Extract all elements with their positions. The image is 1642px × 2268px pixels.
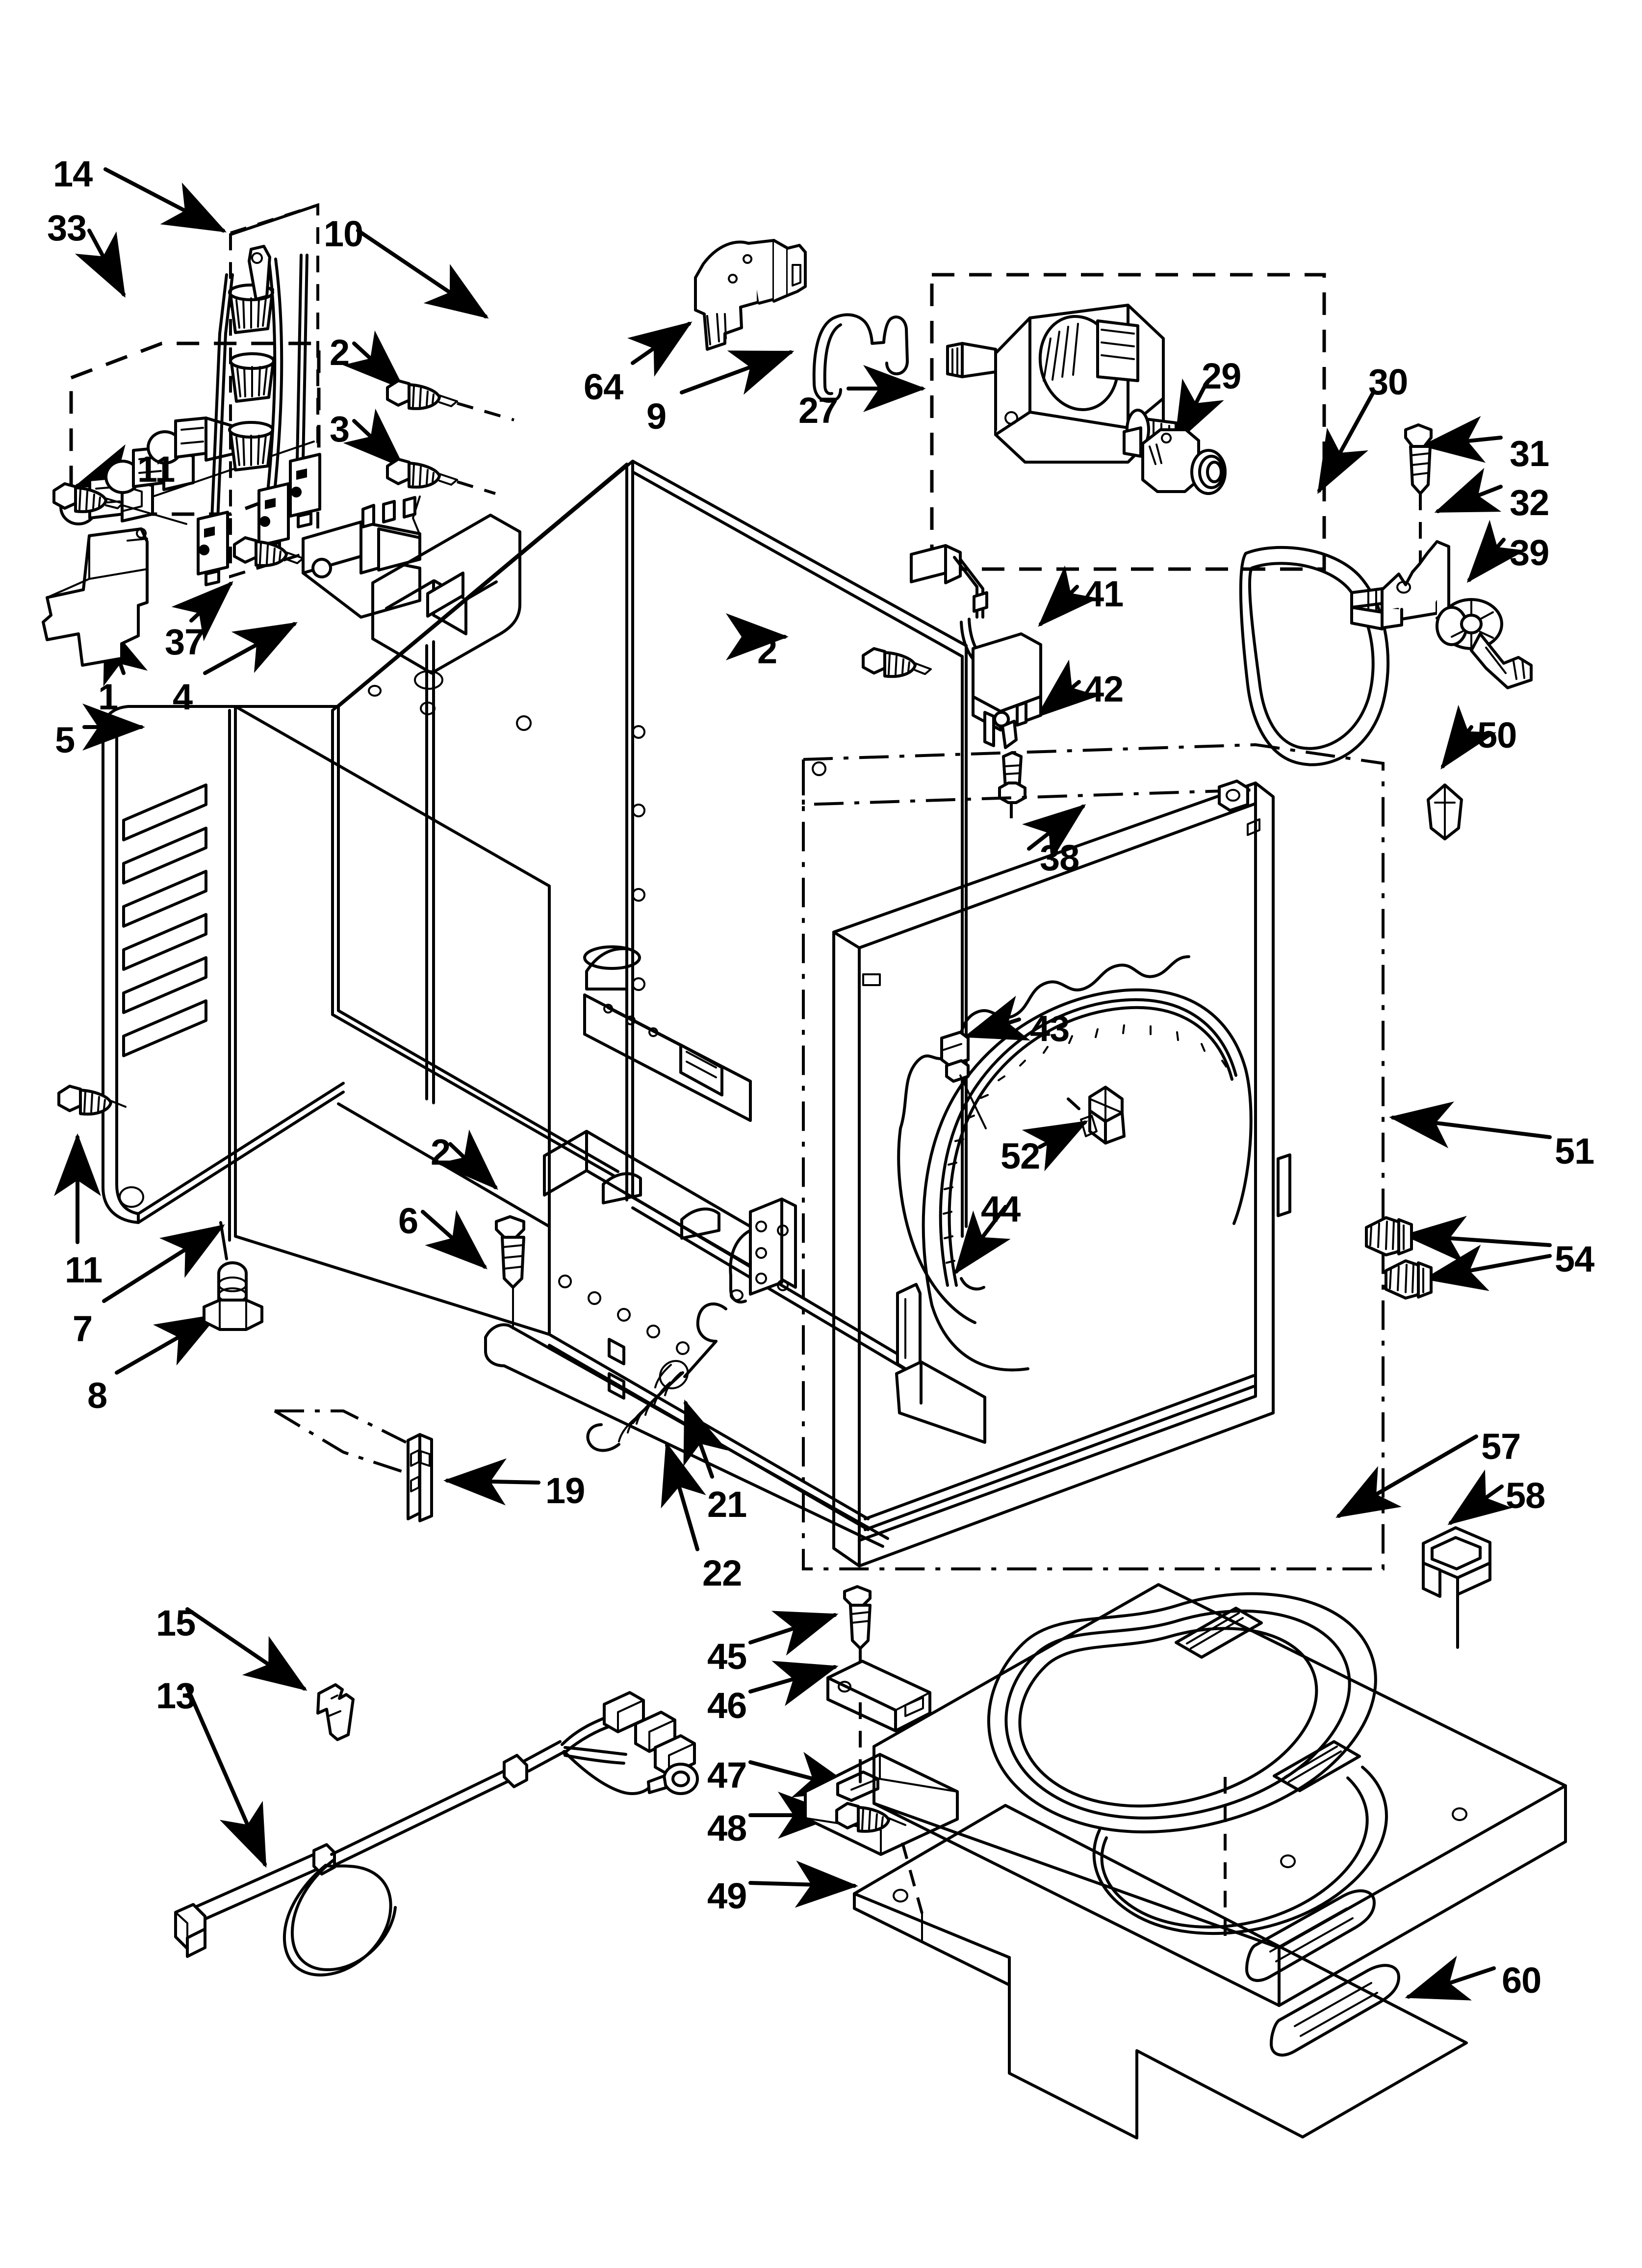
screw-11-top	[52, 482, 187, 525]
drive-motor-assembly	[930, 273, 1326, 571]
callout-2-a: 2	[330, 332, 350, 373]
callout-58: 58	[1506, 1475, 1545, 1516]
callout-48: 48	[707, 1808, 747, 1849]
wire-terminal	[289, 453, 321, 528]
felt-seal-hatch	[939, 998, 1237, 1287]
callout-7: 7	[73, 1308, 93, 1349]
knob-part-43	[940, 1031, 987, 1129]
power-cord-part-13	[174, 1691, 699, 1977]
part-6-rail	[484, 1323, 889, 1548]
callout-57: 57	[1481, 1426, 1521, 1467]
callout-5: 5	[55, 720, 75, 760]
door-switch-part-41	[910, 544, 1042, 749]
console-panel	[368, 514, 532, 731]
callout-52: 52	[1001, 1136, 1040, 1176]
clip-part-52	[1067, 1086, 1126, 1145]
motor-pulley-part-29	[1141, 428, 1227, 495]
callout-51: 51	[1555, 1131, 1594, 1172]
callout-50: 50	[1477, 715, 1517, 756]
bottom-plate-part-49	[853, 1804, 1468, 2139]
callout-31: 31	[1510, 433, 1549, 474]
callout-39: 39	[1510, 532, 1549, 573]
screw-2-top	[386, 379, 514, 421]
front-panel-assembly	[832, 780, 1291, 1567]
screw-part-2-right	[862, 647, 932, 678]
bracket-part-46	[826, 1660, 931, 1764]
leveling-leg-part-8	[203, 1221, 263, 1331]
leader-lines	[54, 167, 1552, 2001]
screw-part-54-lower	[1385, 1259, 1433, 1300]
callout-9: 9	[646, 396, 667, 437]
callout-21: 21	[707, 1484, 747, 1525]
callout-64: 64	[584, 366, 623, 407]
callout-10: 10	[324, 213, 363, 254]
strain-relief-clip-part-15	[316, 1683, 355, 1741]
bracket-part-1	[42, 527, 149, 667]
callout-14: 14	[53, 154, 93, 194]
callout-37: 37	[165, 622, 205, 662]
callout-8: 8	[87, 1375, 107, 1416]
bracket-part-19	[274, 1409, 433, 1522]
callout-29: 29	[1202, 356, 1241, 396]
spring-coils	[618, 1360, 689, 1442]
plug-part-58	[1422, 1526, 1491, 1649]
callout-15: 15	[156, 1603, 196, 1643]
callout-2-b: 2	[757, 630, 777, 671]
wire-nut	[228, 421, 274, 471]
callout-1: 1	[98, 677, 118, 717]
drive-belt-part-30	[1239, 546, 1390, 766]
screw-part-54-upper	[1365, 1216, 1413, 1256]
screw-3-top	[386, 458, 496, 495]
callout-46: 46	[707, 1685, 747, 1726]
callout-54: 54	[1555, 1239, 1594, 1279]
front-panel-group-box	[802, 743, 1385, 1570]
screw-part-45	[843, 1585, 872, 1667]
drum-seal-part-57	[987, 1592, 1388, 1935]
spring-clip-part-9	[812, 313, 909, 403]
wire-terminal	[197, 511, 229, 586]
clip-part-50	[1427, 783, 1463, 840]
door-spring-part-22	[586, 1302, 727, 1452]
wire-nut	[229, 352, 275, 403]
callout-22: 22	[702, 1553, 742, 1593]
bracket-part-32	[1350, 540, 1450, 630]
callout-49: 49	[707, 1876, 747, 1916]
callout-11-a: 11	[137, 449, 175, 490]
callout-60: 60	[1502, 1960, 1541, 2001]
screw-part-2-bottom	[495, 1215, 525, 1330]
bottom-panel-assembly	[804, 1526, 1567, 2139]
screw-part-42	[998, 751, 1026, 820]
screw-part-31	[1404, 423, 1433, 563]
callout-4: 4	[173, 677, 193, 717]
callout-27: 27	[798, 390, 838, 431]
callout-45: 45	[707, 1636, 747, 1677]
bracket-part-21	[729, 1198, 797, 1303]
screw-part-11-bottom	[57, 1085, 127, 1116]
callout-32: 32	[1510, 482, 1549, 523]
callout-30: 30	[1368, 362, 1408, 402]
idler-pulley-part-39	[1436, 598, 1533, 689]
cabinet-main-shell	[102, 460, 968, 1531]
handle-part-60	[1245, 1889, 1400, 2057]
drive-motor-part	[946, 304, 1178, 464]
callout-47: 47	[707, 1755, 747, 1796]
callout-38: 38	[1040, 837, 1079, 878]
callout-42: 42	[1084, 669, 1124, 709]
callout-33: 33	[47, 208, 87, 248]
callout-6: 6	[398, 1200, 418, 1241]
callout-19: 19	[545, 1470, 585, 1511]
screw-part-48	[835, 1802, 906, 1833]
callout-2-c: 2	[431, 1132, 451, 1173]
wire-harness-assembly	[197, 203, 321, 586]
callout-44: 44	[981, 1189, 1021, 1229]
bracket-part-64	[694, 239, 807, 351]
callout-41: 41	[1084, 574, 1124, 614]
callout-11-b: 11	[65, 1250, 103, 1290]
callout-43: 43	[1030, 1008, 1070, 1049]
callout-3: 3	[330, 409, 350, 449]
callout-13: 13	[156, 1675, 196, 1716]
